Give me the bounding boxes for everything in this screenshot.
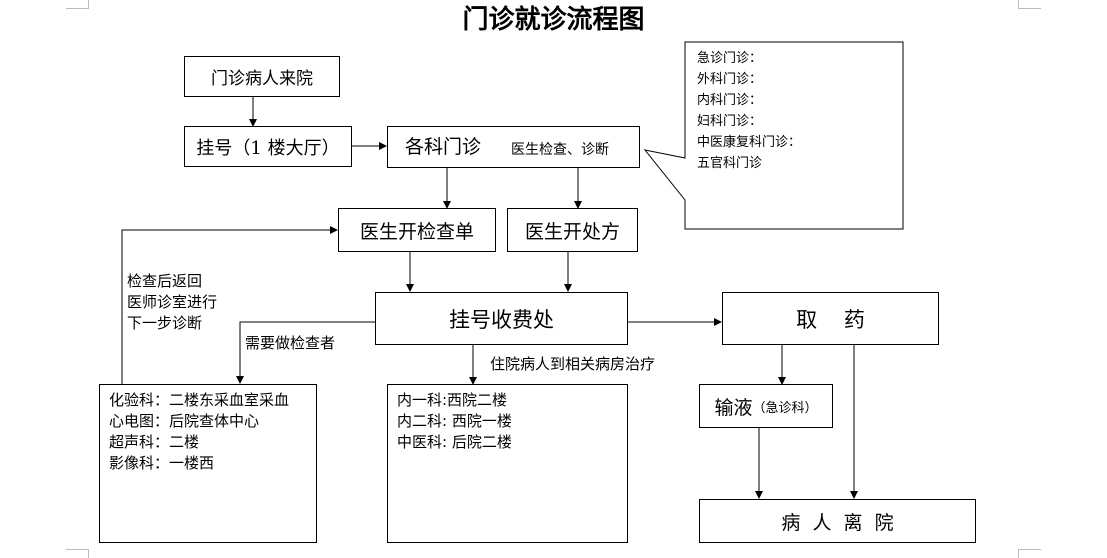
node-prescription-label: 医生开处方 (524, 220, 620, 243)
node-clinic-subtitle: 医生检查、诊断 (511, 142, 609, 158)
corner-mark-top-left (66, 0, 89, 9)
callout-clinic-item: 妇科门诊： (697, 114, 763, 129)
return-note-line: 下一步诊断 (127, 314, 203, 332)
node-registration: 挂号（1 楼大厅） (184, 126, 352, 167)
exam-department-item: 心电图：后院查体中心 (109, 412, 260, 430)
return-note-line: 医师诊室进行 (127, 293, 218, 311)
node-patient-leave: 病 人 离 院 (699, 499, 976, 543)
node-patient-leave-label: 病 人 离 院 (781, 511, 894, 534)
page-title: 门诊就诊流程图 (462, 5, 645, 35)
corner-mark-bottom-left (66, 549, 89, 558)
node-clinic-label: 各科门诊 (405, 136, 482, 158)
node-patient-arrival: 门诊病人来院 (184, 56, 340, 97)
node-cashier-label: 挂号收费处 (449, 307, 554, 332)
callout-clinic-item: 内科门诊： (697, 93, 763, 108)
exam-department-item: 影像科：一楼西 (109, 454, 215, 472)
node-infusion: 输液 （急诊科） (699, 384, 833, 428)
arrow-exam-return (121, 226, 338, 384)
ward-item: 内二科: 西院一楼 (397, 412, 512, 430)
label-return-note: 检查后返回 医师诊室进行 下一步诊断 (127, 271, 217, 334)
exam-departments-list: 化验科：二楼东采血室采血 心电图：后院查体中心 超声科：二楼 影像科：一楼西 (109, 390, 289, 474)
arrow-cashier-to-exam-depts (236, 321, 375, 384)
corner-mark-top-right (1018, 0, 1041, 9)
exam-department-item: 超声科：二楼 (109, 433, 200, 451)
node-clinic: 各科门诊 医生检查、诊断 (387, 126, 640, 168)
node-exam-departments: 化验科：二楼东采血室采血 心电图：后院查体中心 超声科：二楼 影像科：一楼西 (99, 384, 317, 543)
callout-clinic-item: 中医康复科门诊： (697, 135, 802, 150)
node-infusion-label: 输液 (714, 396, 753, 419)
node-cashier: 挂号收费处 (375, 292, 628, 345)
corner-mark-bottom-right (1018, 549, 1041, 558)
callout-clinic-list: 急诊门诊： 外科门诊： 内科门诊： 妇科门诊： 中医康复科门诊： 五官科门诊 (697, 48, 801, 174)
callout-clinic-item: 急诊门诊： (697, 51, 763, 66)
node-exam-order-label: 医生开检查单 (359, 220, 474, 243)
node-pharmacy-label: 取 药 (796, 307, 865, 332)
callout-clinic-item: 五官科门诊 (697, 156, 763, 171)
return-note-line: 检查后返回 (127, 272, 203, 290)
ward-item: 内一科:西院二楼 (397, 391, 508, 409)
node-exam-order: 医生开检查单 (338, 208, 496, 252)
node-wards: 内一科:西院二楼 内二科: 西院一楼 中医科: 后院二楼 (387, 384, 628, 543)
node-infusion-note: （急诊科） (752, 400, 818, 416)
label-inpatient: 住院病人到相关病房治疗 (490, 355, 656, 373)
node-pharmacy: 取 药 (722, 292, 939, 345)
exam-department-item: 化验科：二楼东采血室采血 (109, 391, 290, 409)
node-registration-label: 挂号（1 楼大厅） (196, 137, 340, 159)
node-prescription: 医生开处方 (507, 208, 638, 252)
node-patient-arrival-label: 门诊病人来院 (211, 69, 313, 89)
label-need-exam: 需要做检查者 (245, 334, 336, 352)
callout-bubble (643, 41, 904, 230)
callout-clinic-item: 外科门诊： (697, 72, 763, 87)
ward-item: 中医科: 后院二楼 (397, 433, 512, 451)
wards-list: 内一科:西院二楼 内二科: 西院一楼 中医科: 后院二楼 (397, 390, 512, 453)
